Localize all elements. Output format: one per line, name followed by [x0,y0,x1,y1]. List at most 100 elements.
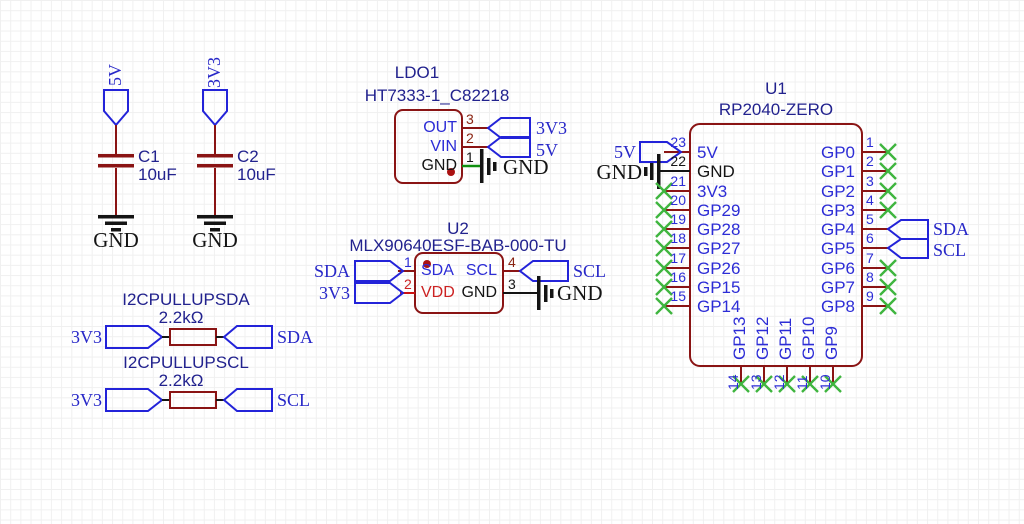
pin-name-gp7: GP7 [820,278,855,297]
pin-num-1-u2: 1 [404,254,412,270]
pin-name-gp6: GP6 [820,259,855,278]
net-flag-sda-pullup[interactable] [224,326,272,348]
gnd-label-u2[interactable]: GND [557,281,603,305]
gnd-symbol-c1[interactable] [98,215,134,232]
pin-num-7-u1: 7 [866,250,874,266]
net-label-sda-u2[interactable]: SDA [313,261,350,281]
ref-pullup-scl[interactable]: I2CPULLUPSCL [123,353,249,372]
net-label-sda-pullup[interactable]: SDA [277,327,314,347]
pin-num-23: 23 [670,134,686,150]
pin-num-5-u1: 5 [866,211,874,227]
pin-num-14-u1: 14 [725,374,741,390]
pin-name-gp2: GP2 [820,182,855,201]
gnd-label-u1[interactable]: GND [596,160,643,184]
net-label-scl-u1[interactable]: SCL [933,240,967,260]
value-c2[interactable]: 10uF [237,165,276,184]
power-flag-5v-u1[interactable] [640,142,681,162]
mcu-symbol[interactable] [664,124,888,384]
net-label-3v3[interactable]: 3V3 [204,57,224,88]
pin-name-gp5: GP5 [820,239,855,258]
pin-num-18: 18 [670,230,686,246]
pin-name-gnd-u1: GND [697,162,735,181]
capacitor-c1[interactable] [98,125,134,216]
net-label-scl-pullup[interactable]: SCL [277,390,311,410]
sensor-symbol[interactable] [398,253,521,313]
net-label-3v3-pullup-sda[interactable]: 3V3 [71,327,102,347]
ref-u1[interactable]: U1 [765,79,787,98]
power-flag-3v3-c2[interactable] [203,90,227,125]
part-u1[interactable]: RP2040-ZERO [718,100,834,119]
value-pullup-sda[interactable]: 2.2kΩ [158,308,204,327]
capacitor-c2[interactable] [197,125,233,216]
net-flag-3v3-pullup-scl[interactable] [106,389,162,411]
gnd-symbol-ldo[interactable] [480,149,497,183]
pin-name-gp14: GP14 [697,297,741,316]
net-label-3v3-pullup-scl[interactable]: 3V3 [71,390,102,410]
no-connect-marks[interactable] [656,144,896,392]
ref-ldo1[interactable]: LDO1 [394,63,440,82]
resistor-pullup-scl[interactable] [162,392,224,408]
pin-num-17: 17 [670,250,686,266]
net-flag-sda-u1[interactable] [888,220,928,239]
net-flag-3v3-u2[interactable] [355,283,403,303]
pin-name-gp29: GP29 [697,201,741,220]
net-label-5v[interactable]: 5V [105,64,125,86]
ref-c1[interactable]: C1 [138,147,160,166]
gnd-label-ldo[interactable]: GND [503,155,549,179]
gnd-symbol-u1[interactable] [644,154,661,189]
pin-name-vin: VIN [430,138,457,155]
pin-name-gp1: GP1 [820,162,855,181]
net-flag-scl-pullup[interactable] [224,389,272,411]
net-flag-scl-u2[interactable] [520,261,568,281]
net-label-scl-u2[interactable]: SCL [573,261,607,281]
pin-name-gnd: GND [421,157,457,174]
gnd-label-c1[interactable]: GND [93,228,139,252]
ref-c2[interactable]: C2 [237,147,259,166]
net-label-sda-u1[interactable]: SDA [933,219,970,239]
power-flag-5v-c1[interactable] [104,90,128,125]
pin-num-20: 20 [670,192,686,208]
gnd-symbol-c2[interactable] [197,215,233,232]
pin-name-gp4: GP4 [820,220,855,239]
resistor-pullup-sda[interactable] [162,329,224,345]
pin-name-gp9: GP9 [822,325,841,360]
pin-num-9-u1: 9 [866,288,874,304]
pin-num-22: 22 [670,153,686,169]
net-label-3v3-ldo[interactable]: 3V3 [536,118,567,138]
pin-num-12-u1: 12 [771,374,787,390]
net-label-3v3-u2[interactable]: 3V3 [319,283,350,303]
net-flag-3v3-ldo[interactable] [488,118,530,138]
ref-u2[interactable]: U2 [447,219,469,238]
pin-num-1-u1: 1 [866,134,874,150]
net-label-5v-ldo[interactable]: 5V [536,140,558,160]
part-ldo1[interactable]: HT7333-1_C82218 [364,86,510,105]
pin-num-10-u1: 10 [817,374,833,390]
part-u2[interactable]: MLX90640ESF-BAB-000-TU [349,236,567,255]
pin-num-15: 15 [670,288,686,304]
pin-name-gp13: GP13 [730,316,749,360]
pin-name-gp26: GP26 [697,259,741,278]
pin-num-3-u2: 3 [508,276,516,292]
pin-name-gp28: GP28 [697,220,741,239]
pin-num-21: 21 [670,173,686,189]
gnd-label-c2[interactable]: GND [192,228,238,252]
ldo-symbol[interactable] [395,110,489,183]
pin-name-gp15: GP15 [697,278,741,297]
pin-num-2: 2 [466,130,474,146]
gnd-symbol-u2[interactable] [537,276,554,310]
value-pullup-scl[interactable]: 2.2kΩ [158,371,204,390]
net-flag-5v-ldo[interactable] [488,137,530,157]
pin-num-2-u1: 2 [866,153,874,169]
pin-num-4-u2: 4 [508,254,516,270]
pin-name-vdd-u2: VDD [421,284,455,301]
pin-name-5v-u1: 5V [697,143,718,162]
net-flag-sda-u2[interactable] [355,261,403,281]
net-label-5v-u1[interactable]: 5V [614,142,636,162]
ref-pullup-sda[interactable]: I2CPULLUPSDA [122,290,250,309]
value-c1[interactable]: 10uF [138,165,177,184]
pin-name-gp0: GP0 [820,143,855,162]
net-flag-scl-u1[interactable] [888,239,928,258]
pin-name-sda-u2: SDA [421,262,454,279]
net-flag-3v3-pullup-sda[interactable] [106,326,162,348]
